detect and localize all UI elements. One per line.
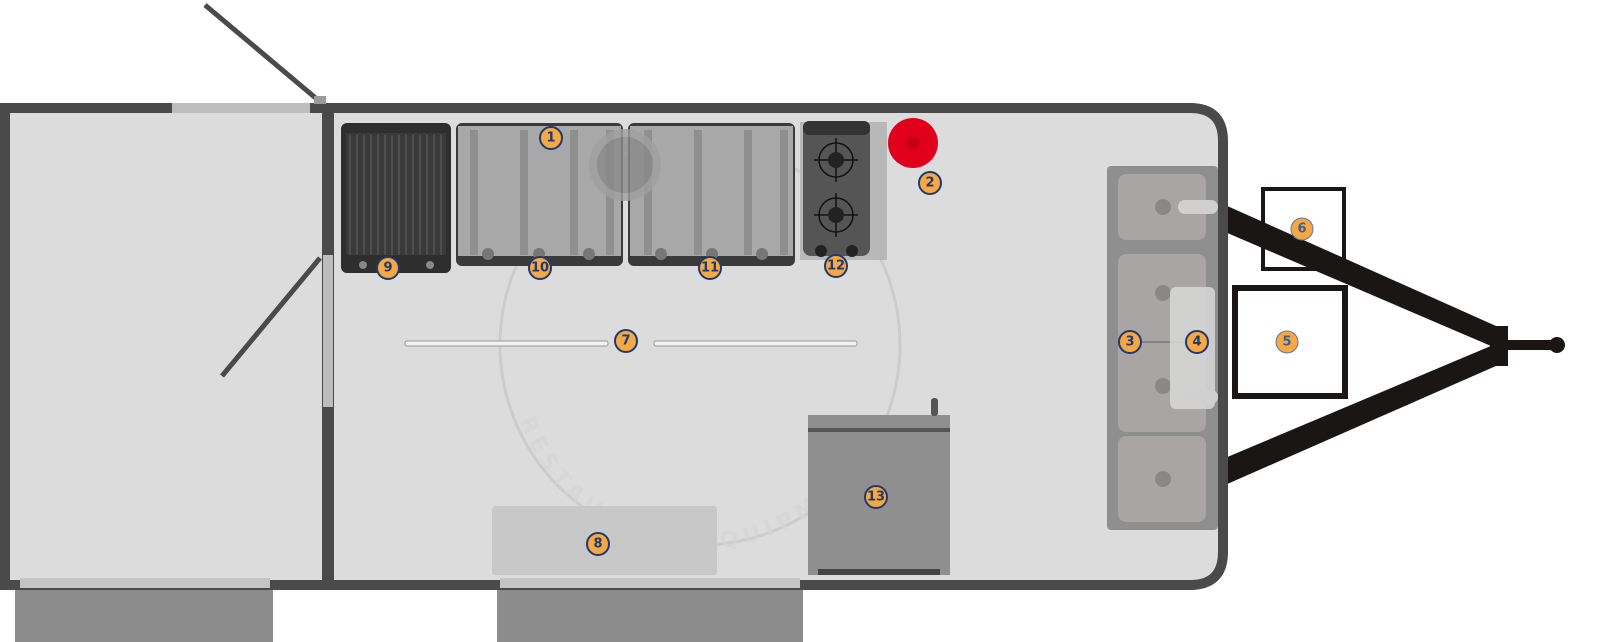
charbroiler: [341, 123, 451, 273]
propane-tank-box: [1261, 187, 1346, 271]
svg-text:10: 10: [531, 261, 549, 276]
svg-text:6: 6: [1297, 222, 1306, 237]
label-badge-5: 5: [1275, 330, 1299, 354]
wheel-well: [497, 588, 803, 642]
rear-step: [15, 588, 273, 642]
svg-text:3: 3: [1125, 335, 1134, 350]
rear-door[interactable]: [203, 3, 320, 102]
label-badge-11: 11: [698, 256, 722, 280]
svg-text:2: 2: [925, 176, 934, 191]
label-badge-4: 4: [1185, 330, 1209, 354]
svg-text:8: 8: [593, 537, 602, 552]
rear-window: [172, 103, 310, 113]
floor-trim: [500, 578, 800, 588]
door-hinge: [314, 96, 326, 104]
label-badge-1: 1: [539, 126, 563, 150]
label-badge-8: 8: [586, 532, 610, 556]
label-badge-10: 10: [528, 256, 552, 280]
label-badge-2: 2: [918, 171, 942, 195]
label-badge-3: 3: [1118, 330, 1142, 354]
label-badge-9: 9: [376, 256, 400, 280]
floor-trim: [20, 578, 270, 588]
svg-text:1: 1: [546, 131, 555, 146]
interior-door[interactable]: [220, 256, 322, 378]
svg-text:4: 4: [1192, 335, 1201, 350]
svg-text:13: 13: [867, 490, 885, 505]
fryer-right: [628, 123, 795, 266]
svg-text:12: 12: [827, 259, 845, 274]
label-badge-6: 6: [1290, 217, 1314, 241]
wall-shelf: [404, 340, 858, 347]
hood-vent: [589, 129, 661, 201]
svg-text:9: 9: [383, 261, 392, 276]
fryer-left: [456, 123, 623, 266]
two-burner-range: [800, 121, 887, 260]
svg-text:7: 7: [621, 334, 630, 349]
fire-extinguisher-icon: [888, 118, 938, 168]
svg-text:5: 5: [1282, 335, 1291, 350]
interior-door-track: [323, 255, 333, 407]
label-badge-7: 7: [614, 329, 638, 353]
svg-text:11: 11: [701, 261, 719, 276]
label-badge-12: 12: [824, 254, 848, 278]
label-badge-13: 13: [864, 485, 888, 509]
trailer-hitch: [1225, 205, 1565, 485]
